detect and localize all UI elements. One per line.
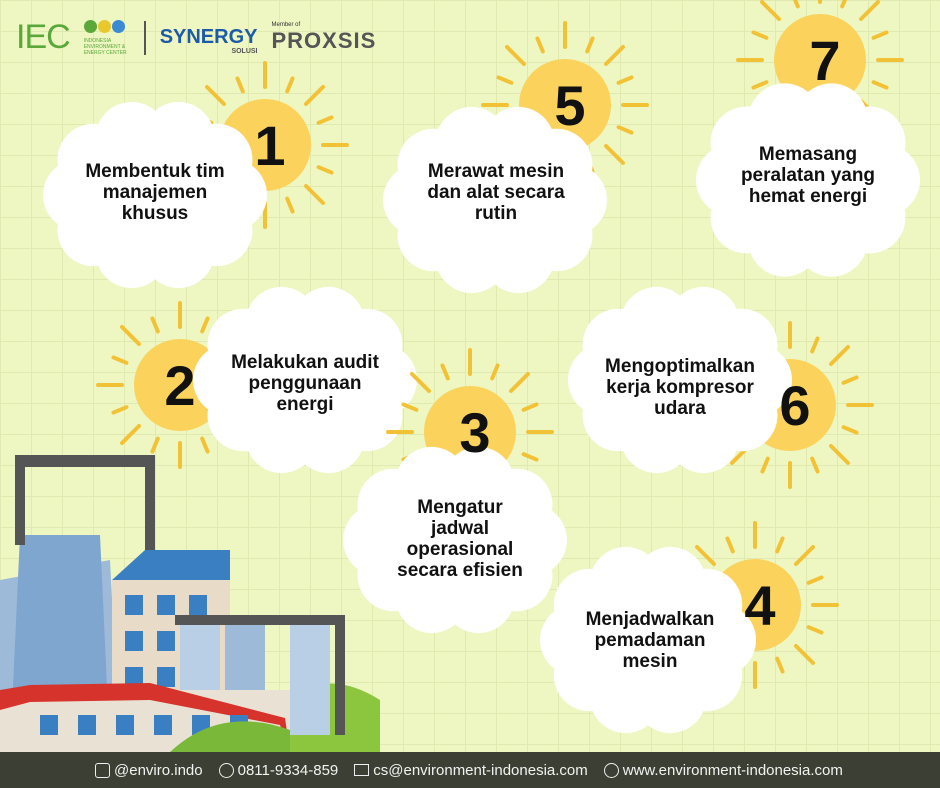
iec-subtitle: INDONESIA ENVIRONMENT & ENERGY CENTER (83, 37, 127, 56)
footer-email[interactable]: cs@environment-indonesia.com (354, 762, 588, 779)
divider (143, 20, 146, 55)
footer-contact-bar: @enviro.indo 0811-9334-859 cs@environmen… (0, 752, 940, 788)
footer-phone[interactable]: 0811-9334-859 (218, 761, 339, 779)
text-line: khusus (121, 203, 189, 224)
step-4: 4 (540, 521, 839, 734)
text-line: Memasang (758, 144, 858, 165)
text-line: hemat energi (748, 186, 868, 207)
text-line: energi (276, 394, 334, 415)
text-line: penggunaan (248, 373, 362, 394)
text-line: Menjadwalkan (585, 609, 715, 630)
step-number: 5 (554, 74, 585, 137)
step-5: 5 (383, 21, 649, 294)
synergy-text: SYNERGY (159, 26, 258, 48)
iec-logo: IEC (16, 18, 71, 56)
text-line: mesin (622, 651, 678, 672)
cloud-shape (540, 546, 756, 734)
step-3: 3 (343, 348, 567, 634)
footer-website[interactable]: www.environment-indonesia.com (603, 761, 843, 779)
text-line: peralatan yang (740, 165, 876, 186)
text-line: kerja kompresor (606, 377, 754, 398)
cloud-shape (696, 83, 920, 277)
phone-number: 0811-9334-859 (237, 761, 339, 779)
text-line: Membentuk tim (85, 161, 225, 182)
factory-illustration (0, 455, 380, 752)
proxsis-logo: Member of PROXSIS (272, 22, 377, 54)
iec-mark: INDONESIA ENVIRONMENT & ENERGY CENTER (83, 19, 130, 56)
mail-icon (354, 764, 370, 776)
iec-icons (83, 19, 130, 38)
cloud-shape (383, 106, 607, 294)
text-line: jadwal (430, 518, 490, 539)
text-line: Mengatur (417, 497, 503, 518)
cloud-shape (43, 101, 267, 289)
whatsapp-icon (218, 762, 234, 778)
step-6: 6 (568, 286, 874, 489)
step-number: 2 (164, 354, 195, 417)
step-number: 1 (254, 114, 285, 177)
step-number: 7 (809, 29, 840, 92)
cloud-shape (568, 286, 792, 474)
step-2: 2 (96, 286, 417, 474)
email-address: cs@environment-indonesia.com (373, 761, 588, 779)
text-line: dan alat secara (427, 182, 565, 203)
text-line: secara efisien (397, 560, 523, 581)
text-line: rutin (474, 203, 518, 224)
step-number: 3 (459, 401, 490, 464)
globe-icon (603, 762, 619, 778)
instagram-icon (95, 762, 110, 778)
cloud-shape (343, 446, 567, 634)
text-line: manajemen (102, 182, 208, 203)
step-number: 6 (779, 374, 810, 437)
website-url: www.environment-indonesia.com (622, 761, 843, 779)
text-line: pemadaman (594, 630, 706, 651)
text-line: udara (654, 398, 706, 419)
header-logos: IEC INDONESIA ENVIRONMENT & ENERGY CENTE… (16, 18, 376, 57)
text-line: Mengoptimalkan (605, 356, 755, 377)
step-1: 1 (43, 61, 349, 289)
cloud-shape (193, 286, 417, 474)
text-line: Melakukan audit (231, 352, 379, 373)
step-7: 7 (696, 0, 920, 277)
proxsis-text: PROXSIS (271, 27, 377, 53)
step-number: 4 (744, 574, 775, 637)
text-line: Merawat mesin (427, 161, 565, 182)
member-of: Member of (271, 21, 301, 28)
text-line: operasional (406, 539, 514, 560)
instagram-handle: @enviro.indo (114, 761, 203, 779)
footer-instagram[interactable]: @enviro.indo (95, 762, 203, 779)
synergy-sub: SOLUSI (231, 48, 258, 55)
